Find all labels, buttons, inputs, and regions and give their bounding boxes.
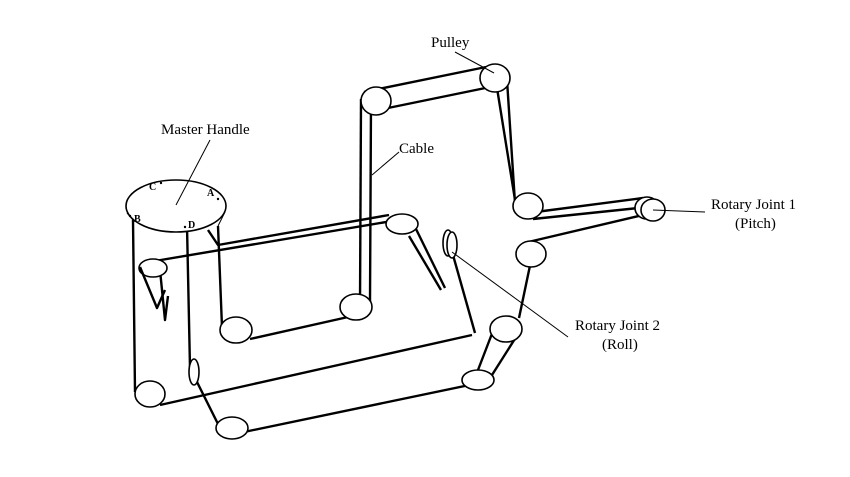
pulley-tower-top-right xyxy=(479,63,511,93)
cable-roll-c xyxy=(407,235,443,291)
pulley-front-left xyxy=(134,380,166,408)
leader-master-handle xyxy=(175,139,211,206)
cable-roll-a xyxy=(414,228,447,289)
pulley-right-low xyxy=(489,315,523,343)
pulley-tower-base xyxy=(339,293,373,321)
cable-tower-top xyxy=(363,65,501,110)
leader-pulley xyxy=(454,51,495,74)
cable-tower-right xyxy=(495,79,518,207)
handle-point-a: A xyxy=(207,188,215,199)
label-rotary-joint-1-line1: Rotary Joint 1 xyxy=(711,197,796,213)
pulleys xyxy=(134,63,666,440)
label-rotary-joint-1-line2: (Pitch) xyxy=(735,216,776,232)
label-pulley: Pulley xyxy=(431,35,470,51)
leader-rotary-joint-2 xyxy=(451,251,569,338)
master-handle: C A B D xyxy=(125,179,227,233)
rotary-joint-2-disk-front xyxy=(446,231,458,259)
pulley-bottom-right xyxy=(461,369,495,391)
cable-upper-route xyxy=(207,213,390,247)
pulley-tower-top-left xyxy=(360,86,392,116)
leader-lines xyxy=(175,51,706,338)
pulley-pitch-lower xyxy=(515,240,547,268)
handle-point-c: C xyxy=(149,182,156,193)
pulley-mid xyxy=(385,213,419,235)
cable-roll-b xyxy=(451,254,477,334)
labels: Pulley Master Handle Cable Rotary Joint … xyxy=(161,35,796,353)
pulley-mid-left xyxy=(219,316,253,344)
cables xyxy=(131,65,661,434)
leader-rotary-joint-1 xyxy=(652,209,706,213)
pulley-bottom xyxy=(215,416,249,440)
label-rotary-joint-2-line2: (Roll) xyxy=(602,337,638,353)
label-cable: Cable xyxy=(399,141,434,157)
label-master-handle: Master Handle xyxy=(161,122,250,138)
v-pulley-wedge xyxy=(138,266,167,310)
master-handle-disk xyxy=(125,179,227,233)
handle-point-b: B xyxy=(134,214,141,225)
cable-rim-loop xyxy=(216,101,373,341)
label-rotary-joint-2-line1: Rotary Joint 2 xyxy=(575,318,660,334)
cable-pitch-upper xyxy=(527,196,649,221)
pulley-pitch-upper xyxy=(512,192,544,220)
pulley-side-small xyxy=(188,358,200,386)
cable-tower-left xyxy=(358,98,363,307)
handle-point-d: D xyxy=(188,220,195,231)
pulley-v-left xyxy=(138,258,168,278)
leader-cable xyxy=(371,151,400,176)
